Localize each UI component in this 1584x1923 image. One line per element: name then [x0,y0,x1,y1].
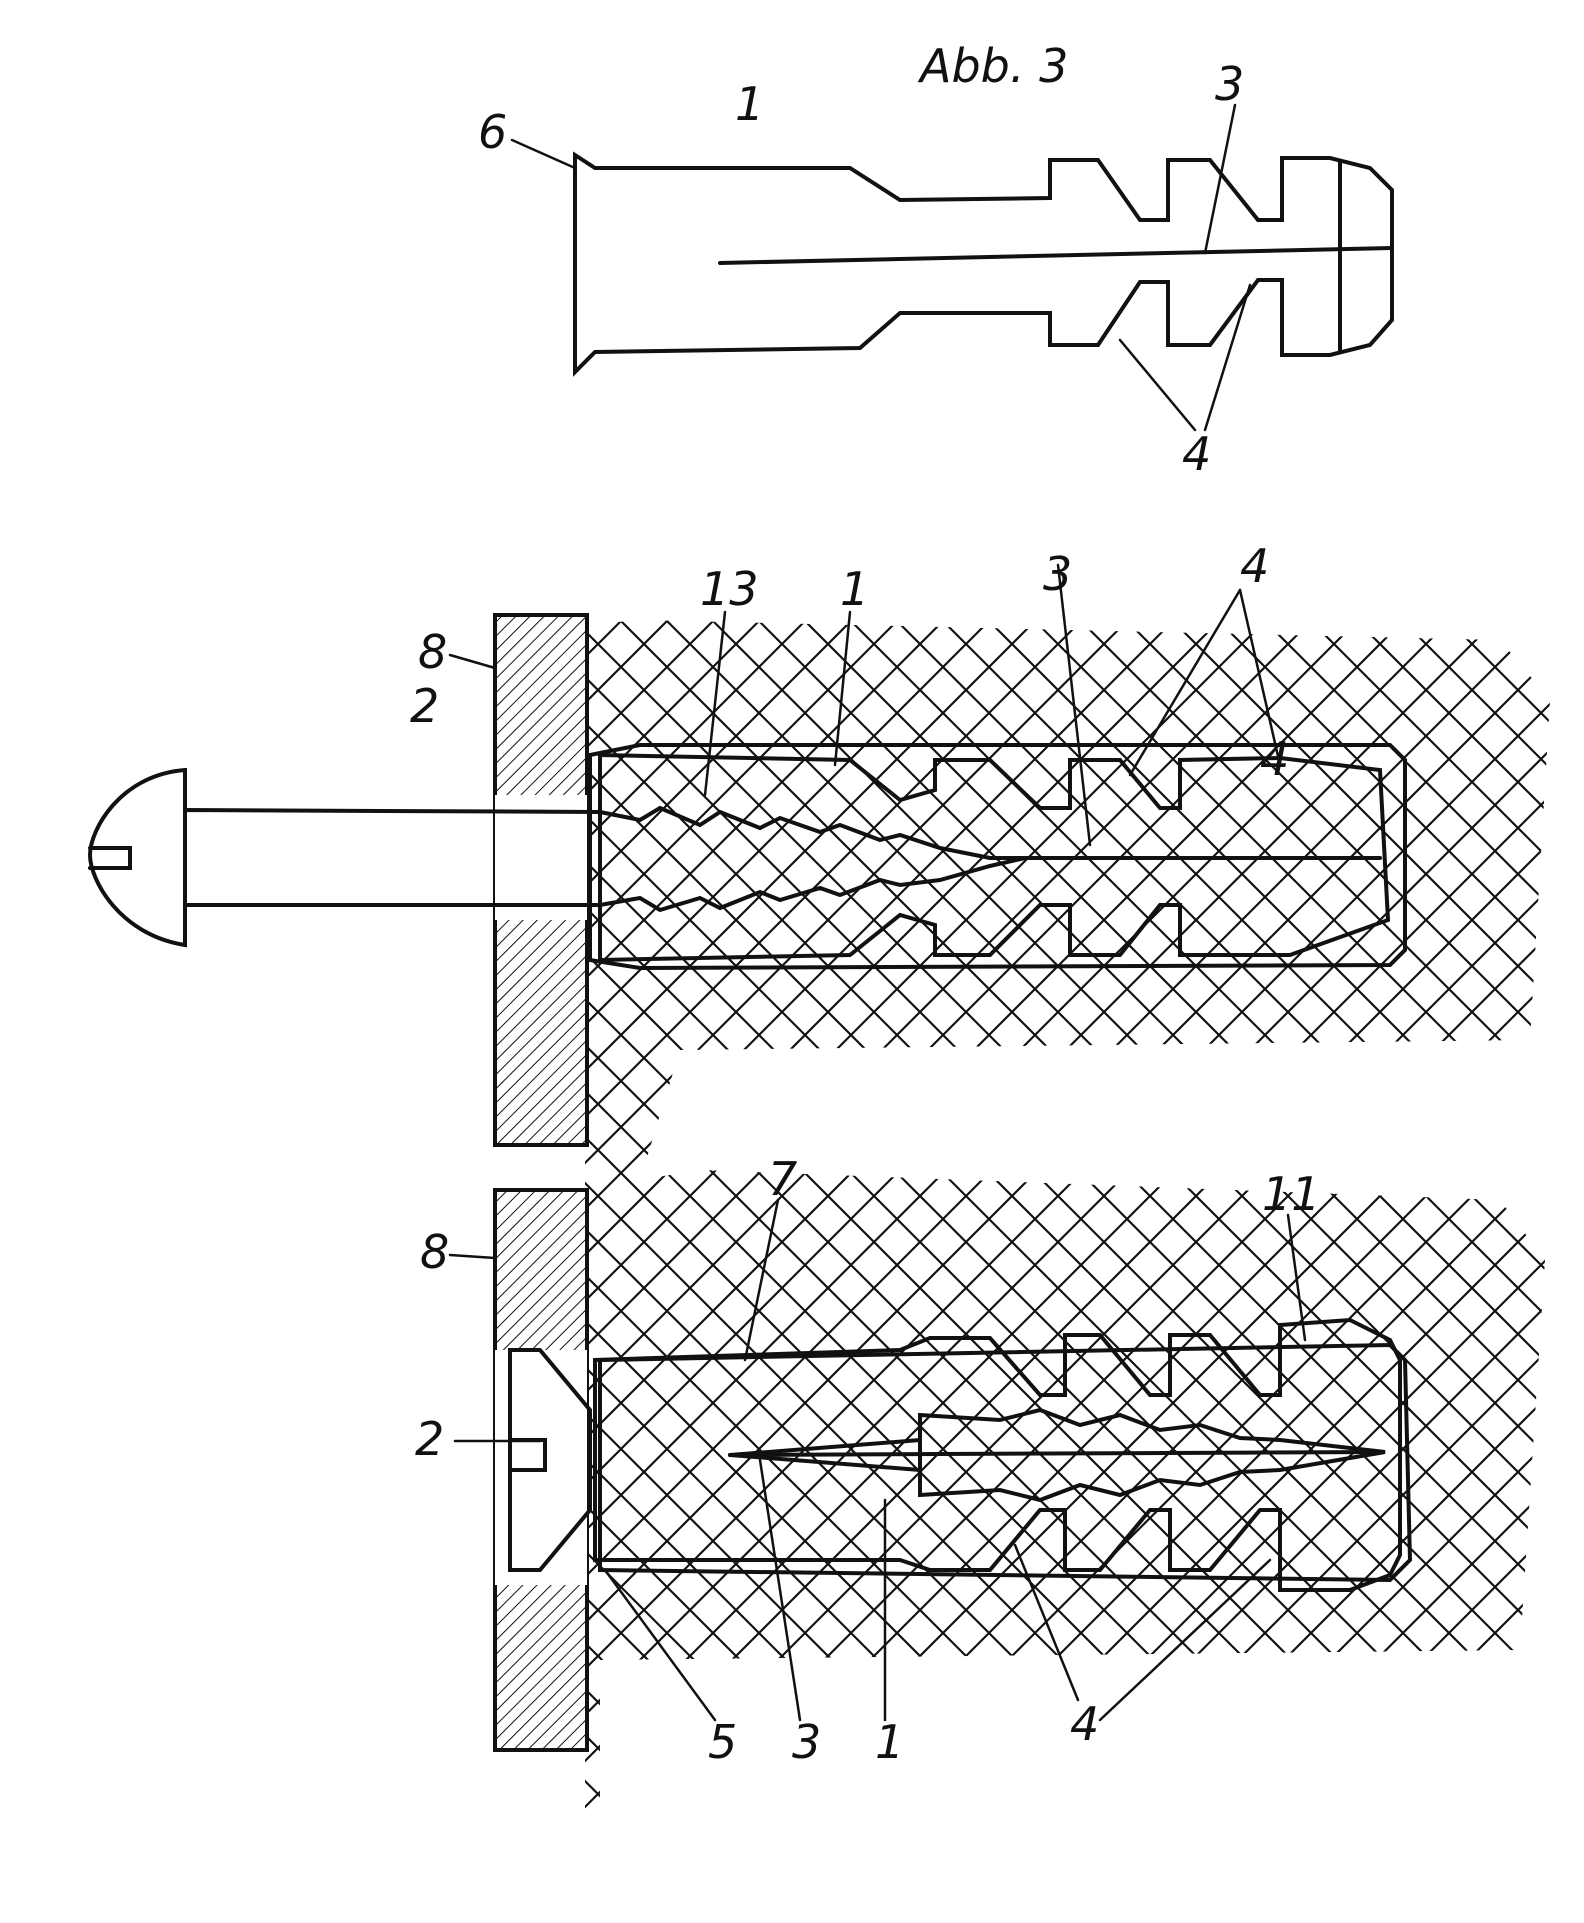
top-dowel [575,155,1392,372]
bottom-label-3: 3 [792,1715,821,1769]
middle-label-3: 3 [1043,547,1072,601]
screw-head-middle [90,770,185,945]
bottom-label-11: 11 [1262,1167,1321,1221]
figure-title: Abb. 3 [917,39,1068,93]
top-label-1: 1 [735,77,764,131]
bottom-label-8: 8 [420,1225,449,1279]
bottom-label-4: 4 [1070,1697,1099,1751]
middle-label-4b: 4 [1260,732,1289,786]
top-label-3: 3 [1215,57,1244,111]
top-label-6: 6 [478,105,507,159]
middle-label-1: 1 [840,562,869,616]
bottom-label-2: 2 [415,1412,444,1466]
top-leaders [512,105,1250,430]
middle-label-8: 8 [418,625,447,679]
top-label-4: 4 [1182,427,1211,481]
bottom-label-1: 1 [875,1715,904,1769]
middle-label-13: 13 [700,562,759,616]
middle-label-2: 2 [410,679,439,733]
bottom-label-5: 5 [708,1715,737,1769]
middle-label-4: 4 [1240,539,1269,593]
bottom-label-7: 7 [768,1152,797,1206]
